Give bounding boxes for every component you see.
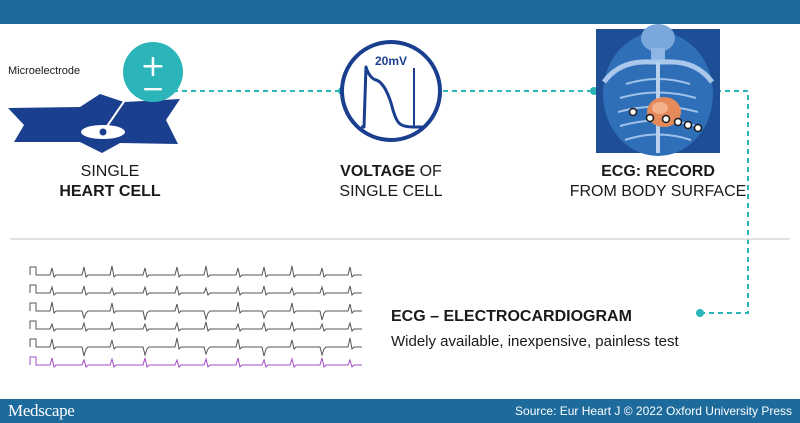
voltage-scale-label: 20mV [375, 54, 407, 68]
heart-cell-shape [8, 94, 180, 153]
electrode-dot [628, 107, 638, 117]
flow-connectors [155, 90, 749, 314]
ecg-lead-trace [29, 284, 362, 296]
voltage-illustration: 20mV [340, 40, 442, 142]
footer-bar: Medscape Source: Eur Heart J © 2022 Oxfo… [0, 399, 800, 423]
ecg-info-title: ECG – ELECTROCARDIOGRAM [391, 308, 632, 325]
ecg-lead-trace [29, 301, 362, 321]
microelectrode-label: Microelectrode [8, 65, 81, 77]
electrode-dot [661, 114, 671, 124]
xray-heart-highlight [652, 102, 668, 114]
top-banner [0, 0, 800, 24]
xray-head [641, 24, 675, 52]
ecg-record-caption-line2: FROM BODY SURFACE [569, 183, 747, 200]
ecg-info-description: Widely available, inexpensive, painless … [391, 333, 679, 350]
ecg-lead-trace [29, 320, 362, 332]
heart-cell-caption-line1: SINGLE [80, 163, 140, 180]
chest-xray-illustration [596, 24, 720, 156]
connector-dot [696, 309, 704, 317]
ecg-record-caption: ECG: RECORD FROM BODY SURFACE [538, 162, 778, 202]
plus-sign: + [140, 49, 165, 84]
heart-cell-caption-line2: HEART CELL [59, 183, 161, 200]
ecg-lead-trace [29, 337, 362, 357]
voltage-caption-line1: VOLTAGE OF [340, 163, 442, 180]
ecg-tracing [29, 265, 362, 368]
ecg-record-caption-line1: ECG: RECORD [601, 163, 715, 180]
ecg-electrodes [628, 107, 703, 133]
voltage-caption-line2: SINGLE CELL [339, 183, 443, 200]
microelectrode-icon [123, 42, 183, 102]
electrode-dot [645, 113, 655, 123]
ecg-lead-trace [29, 265, 362, 279]
electrode-dot [693, 123, 703, 133]
minus-sign: − [141, 72, 164, 105]
source-credit: Source: Eur Heart J © 2022 Oxford Univer… [515, 404, 792, 418]
diagram-canvas: + − 20mV [8, 24, 790, 368]
electrode-dot [683, 120, 693, 130]
electrode-tip [99, 128, 107, 136]
medscape-logo: Medscape [8, 401, 75, 420]
heart-cell-illustration: + − [8, 42, 183, 153]
action-potential-trace [361, 65, 424, 129]
heart-cell-caption: SINGLE HEART CELL [30, 162, 190, 202]
voltage-caption: VOLTAGE OF SINGLE CELL [311, 162, 471, 202]
xray-neck [651, 48, 665, 62]
electrode-dot [673, 117, 683, 127]
ecg-lead-trace [29, 356, 362, 368]
